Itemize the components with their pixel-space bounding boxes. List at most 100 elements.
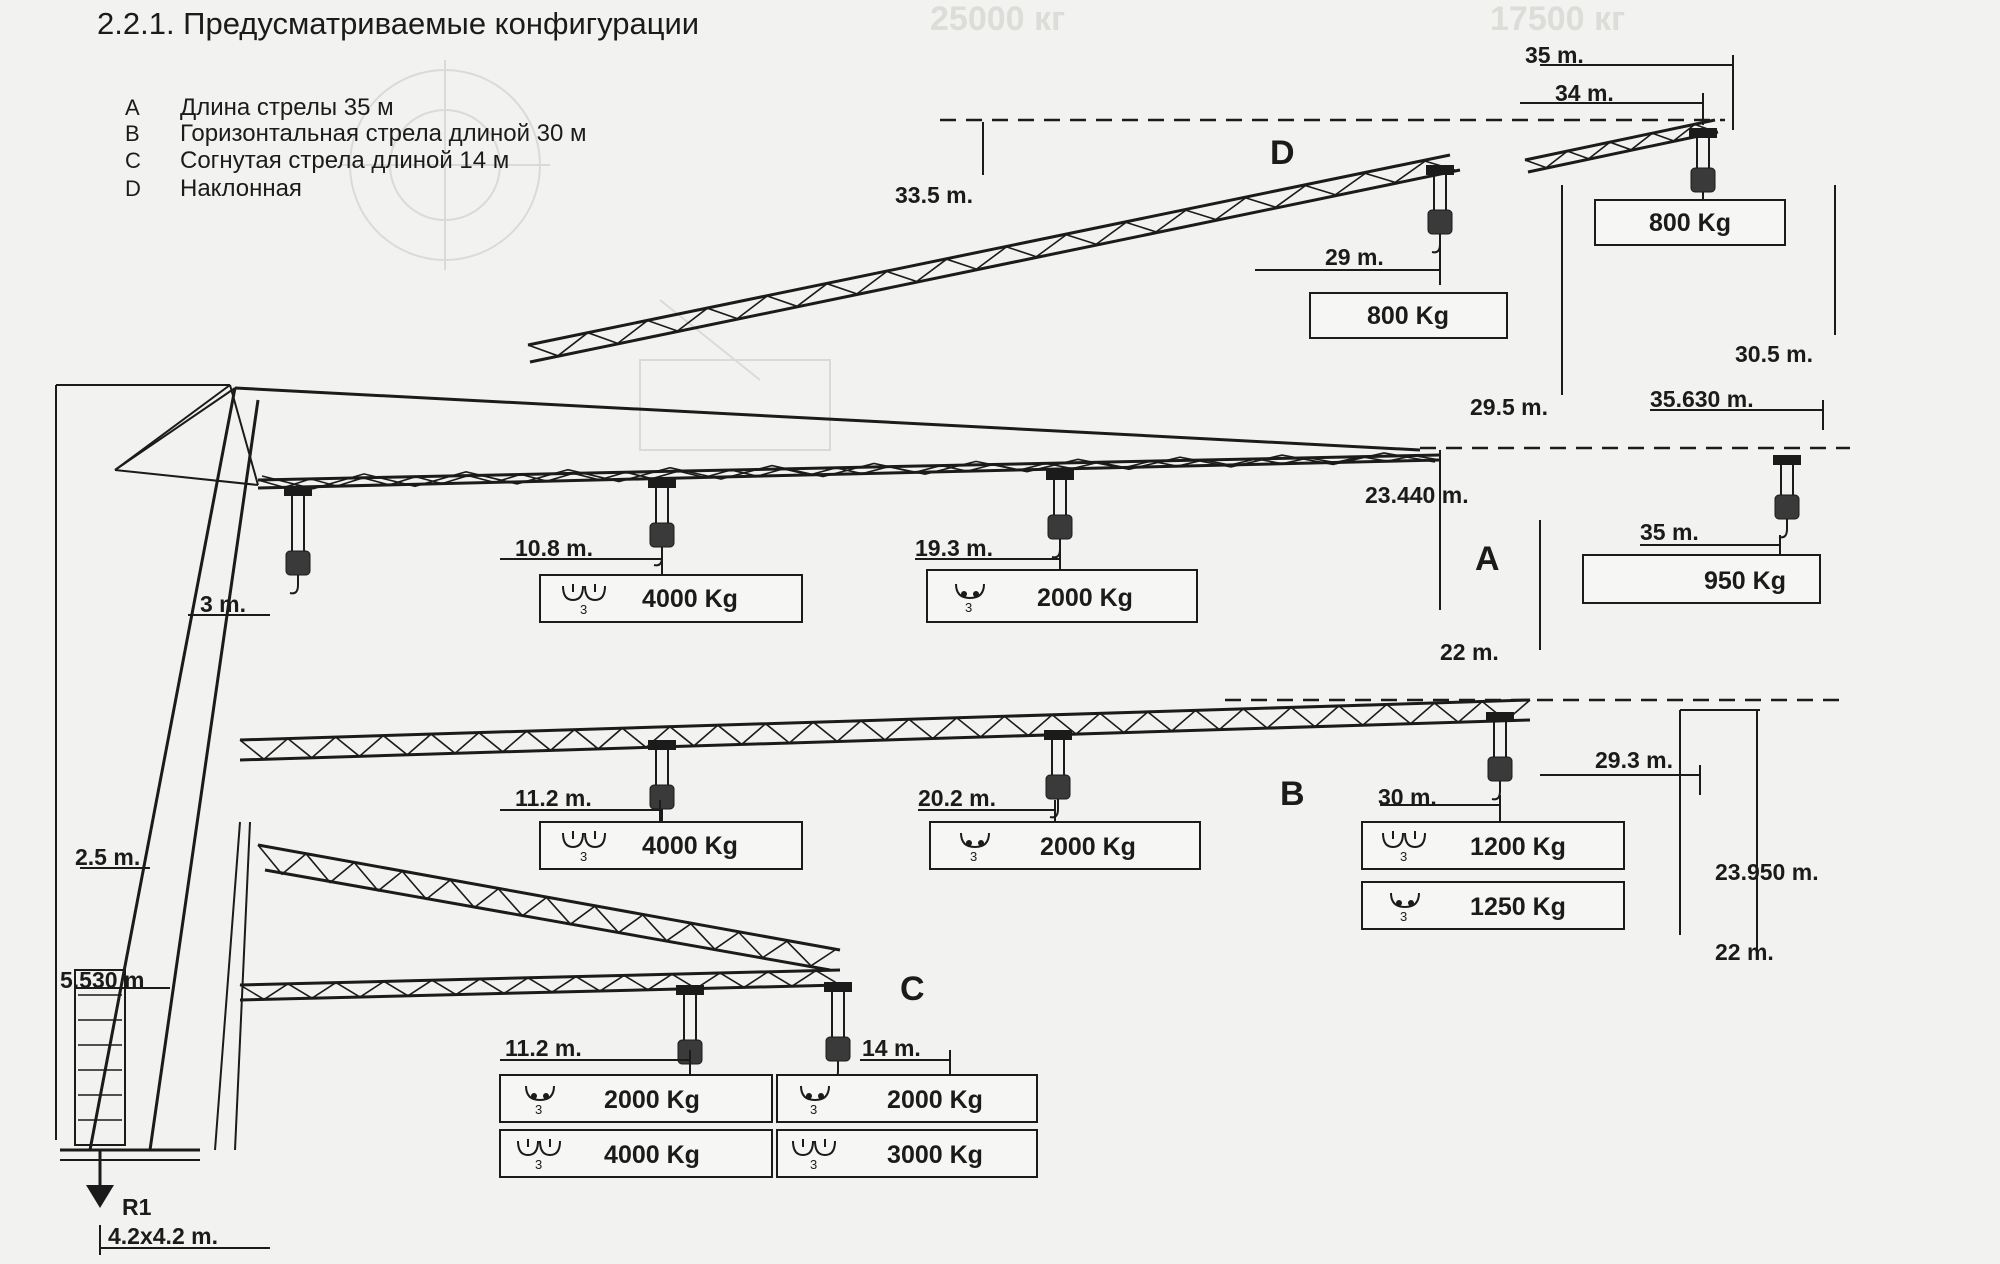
hook-glyph: 3 [810, 1157, 817, 1172]
load-text: 2000 Kg [887, 1086, 983, 1114]
legend-letter-d: D [125, 176, 141, 201]
load-boxes: 800 Kg 800 Kg 4000 Kg 2000 Kg 950 Kg 400… [499, 199, 1821, 1178]
hook-icon: 3 [792, 1139, 836, 1172]
dim-5-530m: 5.530 m [60, 967, 144, 993]
legend-letter-c: C [125, 148, 141, 173]
dim-3m: 3 m. [200, 591, 246, 617]
trolley [648, 478, 676, 567]
dim-33-5m: 33.5 m. [895, 182, 973, 208]
load-box-d-29: 800 Kg [1309, 292, 1508, 339]
boom-label-b: B [1280, 775, 1305, 813]
hook-icon: 3 [955, 583, 985, 615]
base-size-label: 4.2x4.2 m. [108, 1223, 218, 1249]
legend-letter-a: A [125, 95, 140, 120]
legend-text-c: Согнутая стрела длиной 14 м [180, 147, 509, 174]
hook-icon: 3 [525, 1085, 555, 1117]
dim-35-630m: 35.630 m. [1650, 386, 1754, 412]
dim-2-5m: 2.5 m. [75, 844, 140, 870]
trolley [284, 486, 312, 595]
background-sketch [340, 60, 831, 451]
hook-glyph: 3 [970, 849, 977, 864]
legend: A Длина стрелы 35 м B Горизонтальная стр… [125, 94, 587, 202]
boom-c-lattice [239, 843, 841, 1002]
boom-d-lattice [527, 118, 1719, 364]
dim-14m: 14 m. [862, 1035, 921, 1061]
boom-b-lattice [239, 698, 1531, 762]
hook-glyph: 3 [580, 602, 587, 617]
dim-23-440m: 23.440 m. [1365, 482, 1469, 508]
dim-11-2m-c: 11.2 m. [505, 1035, 582, 1061]
page-title: 2.2.1. Предусматриваемые конфигурации [97, 6, 699, 41]
load-box-b-30-1: 1200 Kg [1361, 821, 1625, 870]
hook-icon: 3 [562, 584, 606, 617]
hook-icon: 3 [1382, 831, 1426, 864]
trolleys [284, 128, 1801, 1084]
dim-35m-a: 35 m. [1640, 519, 1699, 545]
hook-glyph: 3 [965, 600, 972, 615]
load-text: 800 Kg [1367, 302, 1449, 330]
dim-35m-d: 35 m. [1525, 42, 1584, 68]
trolley [1044, 730, 1072, 819]
base-r1-label: R1 [122, 1194, 152, 1220]
legend-letter-b: B [125, 121, 140, 146]
crane-mast [60, 384, 260, 1161]
ghost-weight-1: 25000 кг [930, 0, 1065, 38]
load-text: 950 Kg [1704, 567, 1786, 595]
load-box-a-19-3: 2000 Kg [926, 569, 1198, 623]
dim-29-5m: 29.5 m. [1470, 394, 1548, 420]
legend-text-a: Длина стрелы 35 м [180, 94, 394, 121]
dim-30-5m: 30.5 m. [1735, 341, 1813, 367]
hook-glyph: 3 [810, 1102, 817, 1117]
hook-glyph: 3 [1400, 909, 1407, 924]
trolley [1486, 712, 1514, 801]
dim-29m: 29 m. [1325, 244, 1384, 270]
hook-icon: 3 [960, 832, 990, 864]
dim-22m-b: 22 m. [1440, 639, 1499, 665]
dim-11-2m-b: 11.2 m. [515, 785, 592, 811]
load-box-c-11-2-a: 2000 Kg [499, 1074, 773, 1123]
legend-text-b: Горизонтальная стрела длиной 30 м [180, 120, 587, 147]
dim-10-8m: 10.8 m. [515, 535, 593, 561]
load-text: 1250 Kg [1470, 893, 1566, 921]
load-text: 800 Kg [1649, 209, 1731, 237]
load-box-b-11-2: 4000 Kg [539, 821, 803, 870]
ghost-weight-2: 17500 кг [1490, 0, 1625, 38]
dim-23-950m: 23.950 m. [1715, 859, 1819, 885]
load-box-a-10-8: 4000 Kg [539, 574, 803, 623]
boom-label-d: D [1270, 134, 1295, 172]
load-box-d-tip: 800 Kg [1594, 199, 1786, 246]
load-text: 2000 Kg [1040, 833, 1136, 861]
boom-label-c: C [900, 970, 925, 1008]
hook-icon: 3 [1390, 892, 1420, 924]
background-text: 25000 кг 17500 кг [930, 0, 1625, 38]
load-box-a-35: 950 Kg [1582, 554, 1821, 604]
hook-glyph: 3 [535, 1157, 542, 1172]
trolley [824, 982, 852, 1081]
load-box-b-30-2: 1250 Kg [1361, 881, 1625, 930]
trolley [1689, 128, 1717, 212]
trolley [1773, 455, 1801, 539]
load-text: 3000 Kg [887, 1141, 983, 1169]
dim-19-3m: 19.3 m. [915, 535, 993, 561]
hook-icon: 3 [517, 1139, 561, 1172]
load-text: 4000 Kg [642, 585, 738, 613]
dim-20-2m: 20.2 m. [918, 785, 996, 811]
dim-34m: 34 m. [1555, 80, 1614, 106]
load-text: 2000 Kg [1037, 584, 1133, 612]
trolley [648, 740, 676, 829]
hook-glyph: 3 [535, 1102, 542, 1117]
load-text: 4000 Kg [642, 832, 738, 860]
hook-glyph: 3 [1400, 849, 1407, 864]
load-box-b-20-2: 2000 Kg [929, 821, 1201, 870]
load-text: 2000 Kg [604, 1086, 700, 1114]
boom-a-lattice [234, 386, 1441, 490]
dim-29-3m: 29.3 m. [1595, 747, 1673, 773]
hook-icon: 3 [800, 1085, 830, 1117]
hook-icons: 3 3 3 3 3 3 3 3 3 3 [517, 583, 1426, 1172]
trolley [1426, 165, 1454, 254]
load-text: 1200 Kg [1470, 833, 1566, 861]
hook-glyph: 3 [580, 849, 587, 864]
dim-22m-c: 22 m. [1715, 939, 1774, 965]
